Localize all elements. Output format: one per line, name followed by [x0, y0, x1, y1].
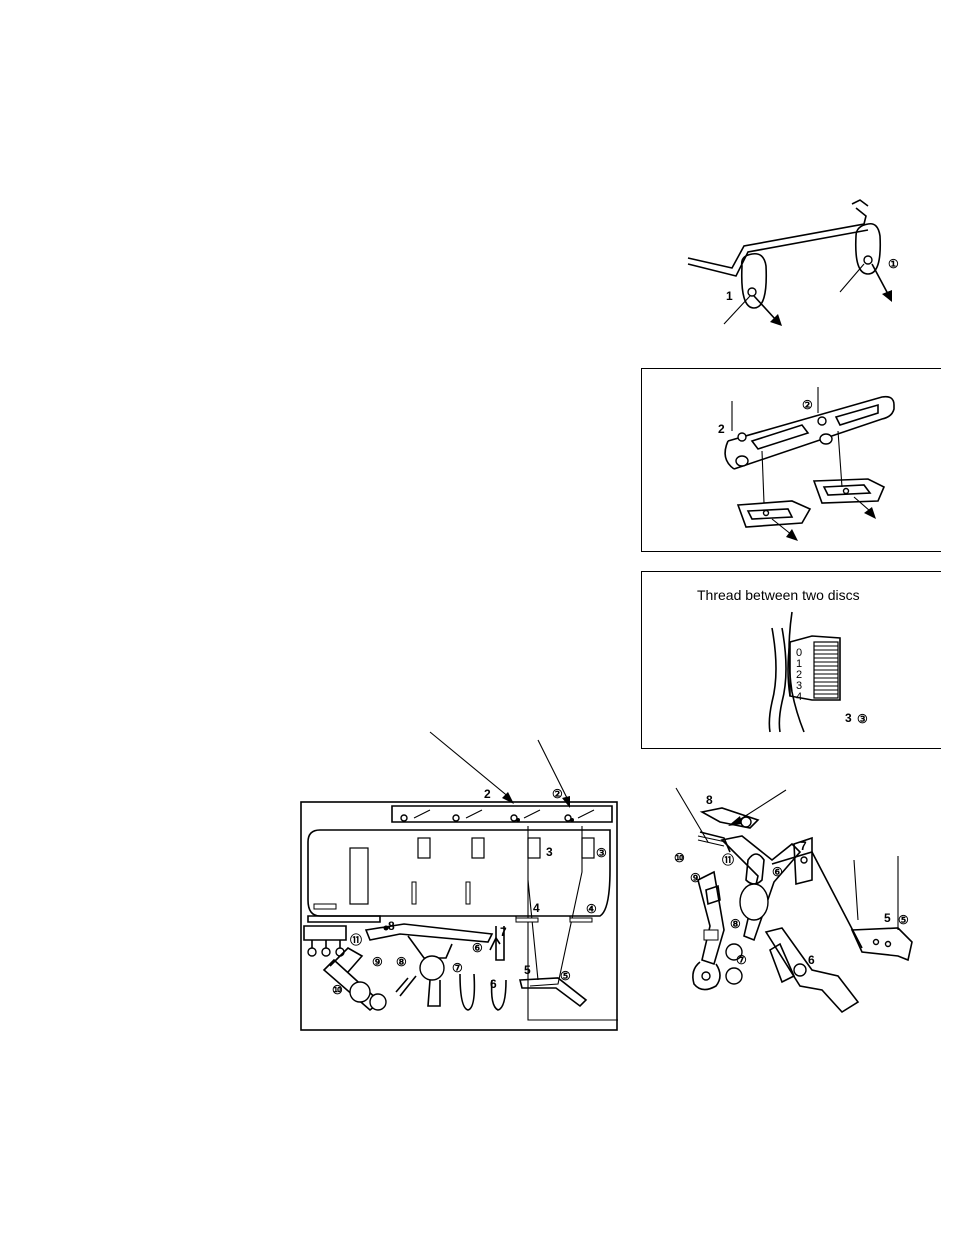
ld-label-6: 6 — [808, 953, 815, 967]
tension-guide-drawing: 2 ② — [642, 369, 942, 553]
mf-label-circled-6: ⑥ — [472, 941, 483, 955]
mf-label-circled-7: ⑦ — [452, 961, 463, 975]
label-1: 1 — [726, 289, 733, 303]
mf-label-circled-3: ③ — [596, 846, 607, 860]
mf-label-circled-4: ④ — [586, 902, 597, 916]
thread-guide-drawing: 1 ① — [684, 196, 914, 331]
dial-number-4: 4 — [796, 691, 802, 703]
machine-front-drawing: 2 ② 3 ③ 4 ④ 5 ⑤ 6 ⑥ 7 ⑦ 8 ⑧ ⑨ ⑩ ⑪ — [300, 730, 620, 1032]
label-3: 3 — [845, 711, 852, 725]
mf-label-circled-10: ⑩ — [332, 983, 343, 997]
machine-front-figure: 2 ② 3 ③ 4 ④ 5 ⑤ 6 ⑥ 7 ⑦ 8 ⑧ ⑨ ⑩ ⑪ — [300, 730, 620, 1032]
ld-label-circled-5: ⑤ — [898, 913, 909, 927]
mf-label-3: 3 — [546, 845, 553, 859]
mf-label-2: 2 — [484, 787, 491, 801]
mf-label-5: 5 — [524, 963, 531, 977]
label-circled-3: ③ — [857, 712, 868, 726]
label-2: 2 — [718, 422, 725, 436]
dial-ribs — [814, 642, 838, 698]
mf-label-circled-11: ⑪ — [350, 932, 362, 947]
ld-label-circled-10: ⑩ — [674, 851, 685, 865]
ld-label-circled-8: ⑧ — [730, 917, 741, 931]
ld-label-8: 8 — [706, 793, 713, 807]
ld-label-5: 5 — [884, 911, 891, 925]
tension-disc-caption: Thread between two discs — [697, 587, 860, 603]
label-circled-1: ① — [888, 257, 899, 271]
ld-label-circled-11: ⑪ — [722, 852, 734, 867]
thread-guide-figure: 1 ① — [684, 196, 914, 331]
mf-label-8: 8 — [388, 919, 395, 933]
looper-detail-drawing: 8 ⑩ ⑪ ⑨ ⑥ 7 ⑧ ⑦ 6 5 ⑤ — [662, 780, 924, 1030]
tension-guide-figure: 2 ② — [641, 368, 941, 552]
ld-label-circled-9: ⑨ — [690, 871, 701, 885]
looper-detail-figure: 8 ⑩ ⑪ ⑨ ⑥ 7 ⑧ ⑦ 6 5 ⑤ — [662, 780, 924, 1030]
mf-label-circled-2: ② — [552, 787, 563, 801]
mf-label-circled-5: ⑤ — [560, 969, 571, 983]
ld-label-7: 7 — [800, 839, 807, 853]
mf-label-circled-9: ⑨ — [372, 955, 383, 969]
tension-disc-figure: Thread between two discs 0 1 2 3 4 3 ③ — [641, 571, 941, 749]
label-circled-2: ② — [802, 398, 813, 412]
mf-label-4: 4 — [533, 901, 540, 915]
mf-label-6: 6 — [490, 977, 497, 991]
ld-label-circled-7: ⑦ — [736, 953, 747, 967]
mf-label-circled-8: ⑧ — [396, 955, 407, 969]
ld-label-circled-6: ⑥ — [772, 865, 783, 879]
mf-label-7: 7 — [500, 925, 507, 939]
